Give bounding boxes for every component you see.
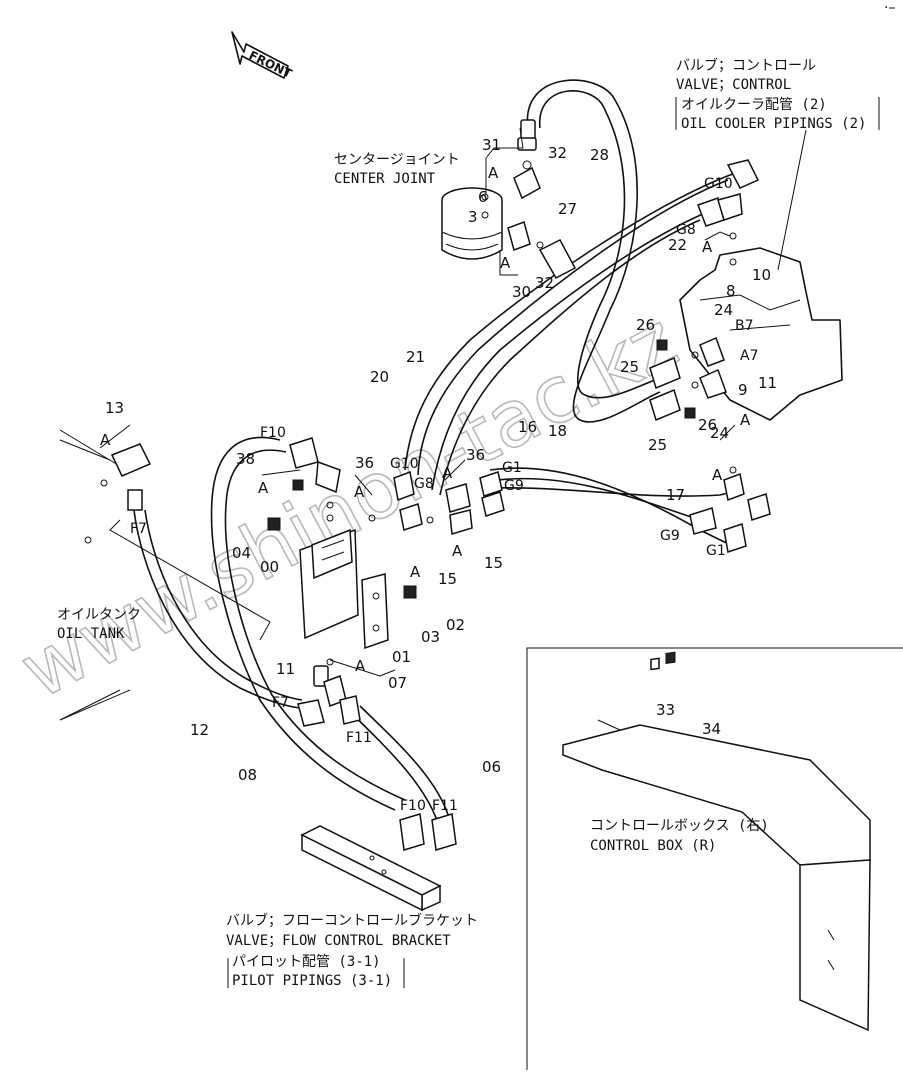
part-16: 16 [518, 418, 537, 436]
part-01: 01 [392, 648, 411, 666]
port-g10-top: G10 [704, 176, 733, 192]
corner-mark: ·– [884, 0, 895, 16]
flow-control-bracket [300, 825, 442, 912]
detail-a-11: A [355, 657, 366, 675]
part-27: 27 [558, 200, 577, 218]
caption-flow-bracket-en: VALVE；FLOW CONTROL BRACKET [226, 933, 451, 949]
part-20: 20 [370, 368, 389, 386]
part-32-top: 32 [548, 144, 567, 162]
detail-a-5: A [100, 431, 111, 449]
part-11-right: 11 [758, 374, 777, 392]
oil-tank [59, 429, 121, 721]
port-g8-top: G8 [676, 222, 696, 238]
port-g1-mid: G1 [502, 460, 522, 476]
caption-valve-control-en: VALVE；CONTROL [676, 77, 791, 93]
fittings [110, 119, 771, 851]
caption-oil-tank-jp: オイルタンク [57, 607, 141, 623]
caption-control-box-en: CONTROL BOX (R) [590, 838, 716, 854]
detail-a-4: A [712, 466, 723, 484]
part-11-low: 11 [276, 660, 295, 678]
caption-valve-control-jp: バルブ；コントロール [676, 57, 816, 74]
control-box-inset [526, 647, 903, 1070]
part-15-left: 15 [438, 570, 457, 588]
part-02: 02 [446, 616, 465, 634]
part-22: 22 [668, 236, 687, 254]
part-31: 31 [482, 136, 501, 154]
part-36-left: 36 [355, 454, 374, 472]
leader-lines [59, 129, 807, 721]
part-28: 28 [590, 146, 609, 164]
port-f11-bot: F11 [432, 798, 458, 814]
callout-braces [99, 97, 880, 988]
detail-a-2: A [500, 254, 511, 272]
port-g8-mid: G8 [414, 476, 434, 492]
caption-pilot-en: PILOT PIPINGS (3-1) [232, 973, 392, 989]
part-26-low: 26 [698, 416, 717, 434]
part-24-top: 24 [714, 301, 733, 319]
caption-control-box-jp: コントロールボックス (右) [590, 818, 769, 834]
part-3: 3 [468, 208, 478, 226]
part-10: 10 [752, 266, 771, 284]
part-33: 33 [656, 701, 675, 719]
detail-a-1: A [488, 164, 499, 182]
port-f11-mid: F11 [346, 730, 372, 746]
caption-oil-cooler-jp: オイルクーラ配管 (2) [681, 97, 827, 113]
part-25-low: 25 [648, 436, 667, 454]
port-g10-mid: G10 [390, 456, 419, 472]
caption-center-joint-en: CENTER JOINT [334, 171, 436, 187]
part-13: 13 [105, 399, 124, 417]
part-17: 17 [666, 486, 685, 504]
port-b7: B7 [735, 318, 754, 334]
part-26-top: 26 [636, 316, 655, 334]
caption-oil-cooler-en: OIL COOLER PIPINGS (2) [681, 116, 866, 132]
detail-a-6: A [258, 479, 269, 497]
part-18: 18 [548, 422, 567, 440]
part-38: 38 [236, 450, 255, 468]
port-a7: A7 [740, 348, 758, 364]
part-04: 04 [232, 544, 251, 562]
o-rings [84, 160, 737, 666]
caption-center-joint-jp: センタージョイント [334, 152, 460, 168]
port-f7-top: F7 [130, 521, 147, 537]
detail-a-10: A [452, 542, 463, 560]
center-joint [441, 187, 503, 260]
caption-oil-tank-en: OIL TANK [57, 626, 125, 642]
part-00: 00 [260, 558, 279, 576]
port-g9-mid: G9 [504, 478, 524, 494]
part-25-top: 25 [620, 358, 639, 376]
part-21: 21 [406, 348, 425, 366]
detail-a-12: A [740, 411, 751, 429]
port-f10-bot: F10 [400, 798, 426, 814]
part-24-low: 24 [710, 424, 729, 442]
port-f7-low: F7 [272, 695, 289, 711]
caption-flow-bracket-jp: バルブ；フローコントロールブラケット [226, 912, 478, 929]
part-8: 8 [726, 282, 736, 300]
part-12: 12 [190, 721, 209, 739]
part-32-low: 32 [535, 274, 554, 292]
part-6: 6 [478, 188, 488, 206]
part-07: 07 [388, 674, 407, 692]
detail-a-9: A [410, 563, 421, 581]
front-arrow: FRONT [231, 31, 295, 81]
part-03: 03 [421, 628, 440, 646]
part-34: 34 [702, 720, 721, 738]
detail-a-7: A [354, 483, 365, 501]
control-valve-body [679, 247, 843, 421]
detail-a-8: A [442, 464, 453, 482]
front-label: FRONT [247, 48, 295, 81]
port-f10-top: F10 [260, 425, 286, 441]
part-06: 06 [482, 758, 501, 776]
part-08: 08 [238, 766, 257, 784]
port-g9-low: G9 [660, 528, 680, 544]
part-30: 30 [512, 283, 531, 301]
port-g1-low: G1 [706, 543, 726, 559]
part-36-right: 36 [466, 446, 485, 464]
part-15-right: 15 [484, 554, 503, 572]
detail-a-3: A [702, 238, 713, 256]
caption-pilot-jp: パイロット配管 (3-1) [232, 954, 381, 970]
part-9: 9 [738, 381, 748, 399]
flow-control-valve [299, 528, 389, 650]
